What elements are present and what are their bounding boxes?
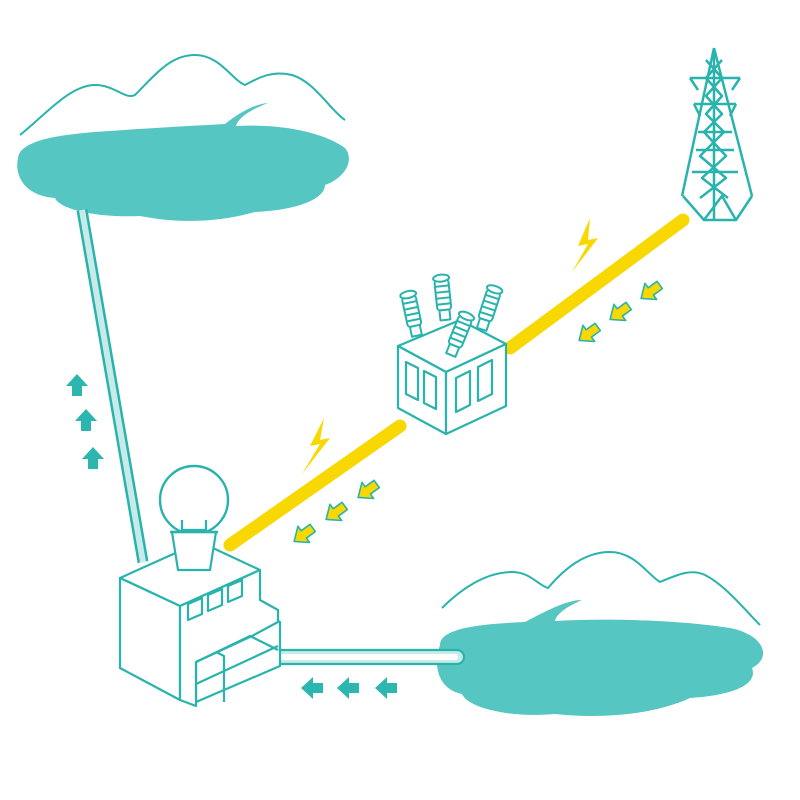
lightning-bolt-icon xyxy=(572,218,598,272)
lower-mountain-outline xyxy=(441,550,761,626)
left-arrow-icon xyxy=(337,677,359,699)
penstock-pipe xyxy=(76,209,149,563)
water-flow-arrows xyxy=(301,677,397,699)
upper-reservoir xyxy=(17,53,349,221)
intake-pipe xyxy=(238,648,466,666)
upper-mountain-outline xyxy=(19,53,346,136)
transmission-tower xyxy=(680,47,754,222)
transformer-substation xyxy=(396,272,508,436)
down-left-arrow-icon xyxy=(634,276,667,308)
power-line-lower xyxy=(223,419,407,552)
lightning-bolt-icon xyxy=(302,418,330,474)
down-left-arrow-icon xyxy=(351,475,384,507)
left-arrow-icon xyxy=(301,677,323,699)
down-left-arrow-icon xyxy=(319,497,352,529)
down-left-arrow-icon xyxy=(572,318,605,350)
upper-reservoir-water xyxy=(17,103,349,221)
down-left-arrow-icon xyxy=(603,297,636,329)
power-line-upper xyxy=(503,213,690,355)
pumped-storage-power-station xyxy=(118,464,282,708)
up-arrow-icon xyxy=(66,374,88,396)
down-left-arrow-icon xyxy=(287,519,320,551)
up-arrow-icon xyxy=(82,447,104,469)
lower-reservoir xyxy=(436,550,764,717)
lower-reservoir-water xyxy=(436,600,764,717)
pump-up-arrows xyxy=(66,374,104,469)
left-arrow-icon xyxy=(375,677,397,699)
up-arrow-icon xyxy=(75,409,97,431)
